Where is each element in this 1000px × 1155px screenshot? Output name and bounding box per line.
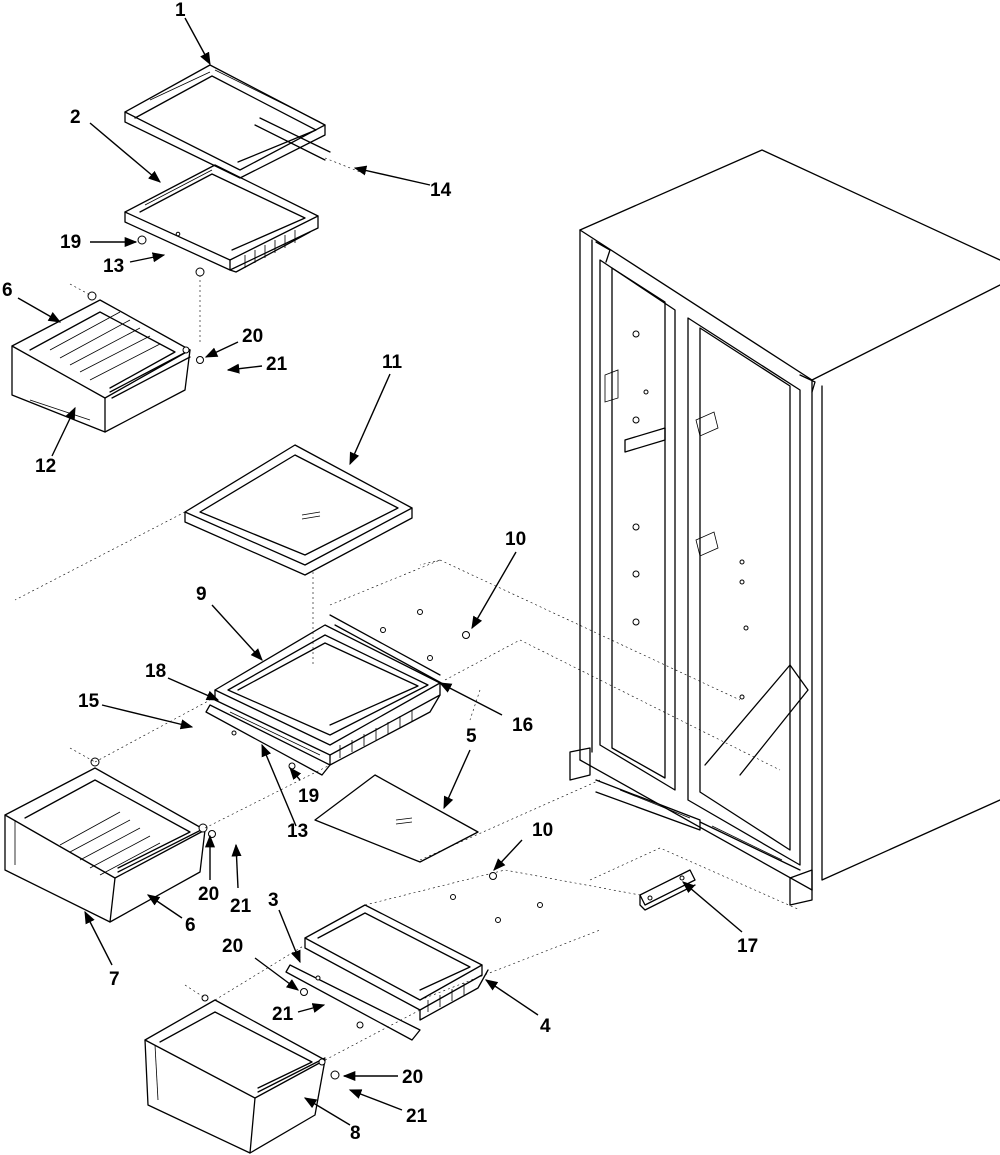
part-17-bracket bbox=[639, 869, 696, 911]
callout-9: 9 bbox=[196, 584, 207, 605]
callout-17: 17 bbox=[737, 936, 758, 957]
callout-labels: 1 2 14 19 13 6 20 21 11 12 10 9 18 15 16… bbox=[2, 0, 758, 1144]
callout-7: 7 bbox=[109, 969, 120, 990]
callout-2: 2 bbox=[70, 107, 81, 128]
callout-21d: 21 bbox=[406, 1106, 428, 1127]
callout-10b: 10 bbox=[532, 820, 553, 841]
callout-19: 19 bbox=[60, 232, 81, 253]
part-5-glass-panel bbox=[314, 774, 479, 863]
part-11-glass-shelf bbox=[184, 444, 413, 665]
callout-6b: 6 bbox=[185, 915, 196, 936]
part-2-shelf bbox=[124, 164, 319, 345]
callout-20b: 20 bbox=[198, 884, 219, 905]
callout-21c: 21 bbox=[272, 1004, 294, 1025]
alignment-lines bbox=[14, 235, 801, 1080]
callout-15: 15 bbox=[78, 691, 100, 712]
callout-20: 20 bbox=[242, 326, 263, 347]
callout-19b: 19 bbox=[298, 786, 319, 807]
callout-8: 8 bbox=[350, 1123, 361, 1144]
part-9-crisper-cover bbox=[205, 614, 446, 776]
callout-11: 11 bbox=[382, 352, 403, 373]
callout-3: 3 bbox=[268, 890, 279, 911]
callout-1: 1 bbox=[175, 0, 186, 21]
part-1-upper-shelf bbox=[124, 64, 361, 179]
callout-16: 16 bbox=[512, 715, 533, 736]
callout-6: 6 bbox=[2, 280, 13, 301]
part-3-crisper-frame bbox=[285, 904, 489, 1041]
callout-10: 10 bbox=[505, 529, 526, 550]
part-8-drawer-bottom bbox=[144, 984, 326, 1154]
callout-12: 12 bbox=[35, 456, 56, 477]
callout-14: 14 bbox=[430, 180, 452, 201]
part-6-drawer-upper bbox=[11, 283, 191, 433]
callout-5: 5 bbox=[466, 726, 477, 747]
callout-13b: 13 bbox=[287, 821, 308, 842]
part-7-drawer-lower-left bbox=[4, 747, 208, 923]
callout-13: 13 bbox=[103, 256, 124, 277]
leader-arrows bbox=[17, 17, 743, 1126]
callout-4: 4 bbox=[540, 1016, 551, 1037]
callout-20d: 20 bbox=[402, 1067, 423, 1088]
refrigerator-cabinet bbox=[569, 149, 1000, 906]
callout-21b: 21 bbox=[230, 896, 252, 917]
callout-21: 21 bbox=[266, 354, 288, 375]
callout-18: 18 bbox=[145, 661, 166, 682]
callout-20c: 20 bbox=[222, 936, 243, 957]
